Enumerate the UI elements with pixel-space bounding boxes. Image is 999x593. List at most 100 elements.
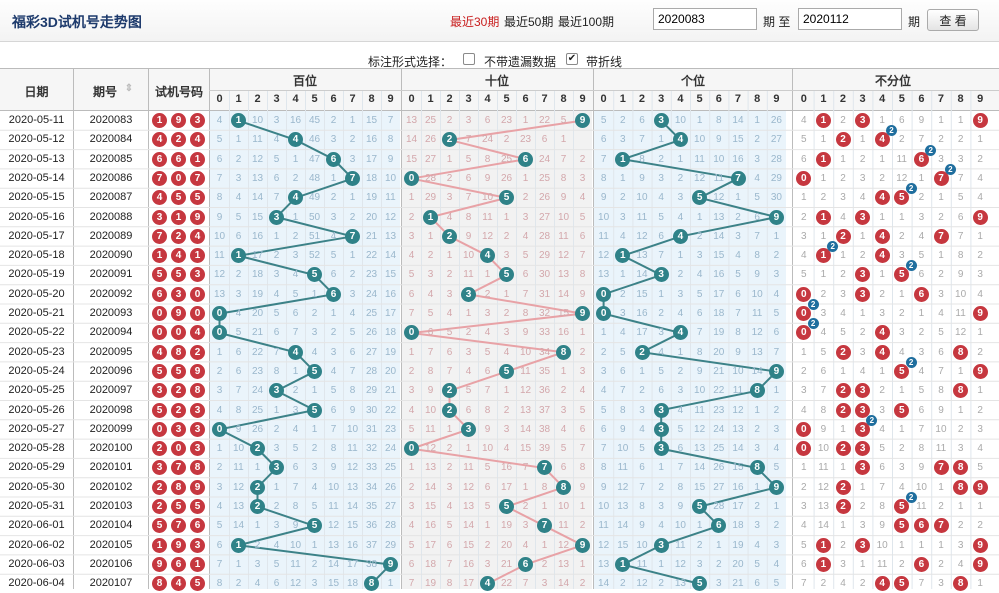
units-hit-ball: 3 <box>653 267 669 283</box>
trial-number-ball: 5 <box>152 267 167 283</box>
units-missing-count: 6 <box>600 423 607 435</box>
tens-missing-count: 3 <box>503 327 510 339</box>
start-issue-input[interactable] <box>653 8 757 30</box>
end-issue-input[interactable] <box>798 8 902 30</box>
units-missing-count: 6 <box>600 134 607 146</box>
units-missing-count: 1 <box>735 192 741 204</box>
units-missing-count: 10 <box>617 443 629 455</box>
trial-number-ball: 3 <box>190 113 205 128</box>
units-missing-count: 5 <box>735 269 741 281</box>
repeat-count-badge: 2 <box>886 125 897 137</box>
trial-number-ball: 9 <box>190 209 205 225</box>
hundreds-hit-ball: 7 <box>345 170 360 186</box>
hundreds-missing-count: 12 <box>232 481 245 493</box>
tens-missing-count: 29 <box>424 192 437 204</box>
units-missing-count: 1 <box>754 481 760 493</box>
tens-hit-ball: 4 <box>480 576 495 592</box>
units-missing-count: 20 <box>732 558 744 570</box>
units-missing-count: 7 <box>600 443 607 455</box>
trial-number-ball: 4 <box>190 228 205 244</box>
trial-number-ball: 7 <box>152 228 167 244</box>
units-missing-count: 14 <box>732 115 744 126</box>
hundreds-missing-count: 5 <box>273 308 280 319</box>
tens-digit-header: 1 <box>427 93 434 105</box>
hundreds-hit-ball: 6 <box>326 151 341 167</box>
units-missing-count: 3 <box>658 327 664 339</box>
tens-missing-count: 4 <box>579 385 586 397</box>
query-button[interactable]: 查 看 <box>927 9 979 31</box>
units-missing-count: 1 <box>754 404 760 416</box>
col-issue[interactable]: 期号 <box>92 85 117 99</box>
trial-number-ball: 0 <box>171 170 186 186</box>
period-label: 期 <box>908 15 921 29</box>
tens-missing-count: 7 <box>484 385 491 397</box>
row-issue: 2020101 <box>89 461 133 474</box>
no-missing-checkbox[interactable] <box>463 53 475 65</box>
tens-missing-count: 1 <box>579 558 586 570</box>
units-missing-count: 2 <box>773 404 780 416</box>
units-missing-count: 2 <box>677 269 684 281</box>
tens-missing-count: 7 <box>408 578 415 590</box>
trial-number-ball: 1 <box>190 556 205 572</box>
nopos-missing-count: 1 <box>879 211 885 223</box>
hundreds-missing-count: 16 <box>251 230 264 242</box>
tens-missing-count: 8 <box>465 211 472 223</box>
page-title: 福彩3D试机号走势图 <box>12 14 142 30</box>
recent-50-link[interactable]: 最近50期 <box>504 15 554 29</box>
units-missing-count: 3 <box>658 501 664 512</box>
repeat-count-badge: 2 <box>866 414 878 426</box>
nopos-missing-count: 1 <box>840 423 846 435</box>
hundreds-missing-count: 12 <box>327 520 340 532</box>
nopos-hit-ball: 6 <box>913 518 929 534</box>
nopos-missing-count: 2 <box>938 501 944 512</box>
hundreds-missing-count: 7 <box>292 481 299 493</box>
nopos-missing-count: 1 <box>918 172 925 184</box>
tens-missing-count: 12 <box>462 481 475 493</box>
tens-missing-count: 5 <box>484 501 491 512</box>
nopos-missing-count: 2 <box>879 385 885 397</box>
hundreds-missing-count: 3 <box>235 172 242 184</box>
sort-icon[interactable]: ⇕ <box>124 83 134 94</box>
with-line-checkbox[interactable]: ✔ <box>566 53 578 65</box>
row-date: 2020-05-28 <box>8 442 65 455</box>
units-missing-count: 9 <box>639 520 645 532</box>
nopos-missing-count: 1 <box>957 501 964 512</box>
nopos-hit-ball: 5 <box>894 190 910 206</box>
nopos-hit-ball: 8 <box>953 479 969 495</box>
nopos-missing-count: 8 <box>820 404 827 416</box>
tens-missing-count: 19 <box>424 578 437 590</box>
nopos-missing-count: 4 <box>918 230 925 242</box>
tens-missing-count: 5 <box>408 539 415 551</box>
nopos-hit-ball: 5 <box>894 267 910 283</box>
units-missing-count: 15 <box>713 250 725 262</box>
trial-number-ball: 0 <box>152 421 167 437</box>
nopos-missing-count: 1 <box>859 134 866 146</box>
hundreds-missing-count: 5 <box>273 558 280 570</box>
hundreds-missing-count: 6 <box>235 365 242 377</box>
tens-missing-count: 6 <box>465 404 472 416</box>
hundreds-missing-count: 8 <box>273 365 280 377</box>
recent-30-link[interactable]: 最近30期 <box>450 15 500 29</box>
hundreds-missing-count: 22 <box>384 404 397 416</box>
recent-100-link[interactable]: 最近100期 <box>558 15 615 29</box>
row-date: 2020-05-30 <box>8 480 65 493</box>
nopos-missing-count: 5 <box>879 443 885 455</box>
tens-missing-count: 5 <box>446 327 453 339</box>
nopos-hit-ball: 2 <box>835 499 851 514</box>
tens-hit-ball: 8 <box>556 344 571 360</box>
tens-missing-count: 33 <box>538 327 551 339</box>
trial-number-ball: 7 <box>171 460 186 476</box>
nopos-hit-ball: 3 <box>855 421 871 437</box>
tens-missing-count: 6 <box>408 288 415 300</box>
units-hit-ball: 4 <box>672 132 688 148</box>
trial-number-ball: 3 <box>190 402 205 418</box>
hundreds-missing-count: 11 <box>252 134 263 146</box>
hundreds-missing-count: 7 <box>330 423 337 435</box>
units-missing-count: 7 <box>600 153 607 165</box>
hundreds-hit-ball: 2 <box>250 499 265 514</box>
nopos-missing-count: 9 <box>938 404 944 416</box>
tens-missing-count: 1 <box>560 134 567 146</box>
